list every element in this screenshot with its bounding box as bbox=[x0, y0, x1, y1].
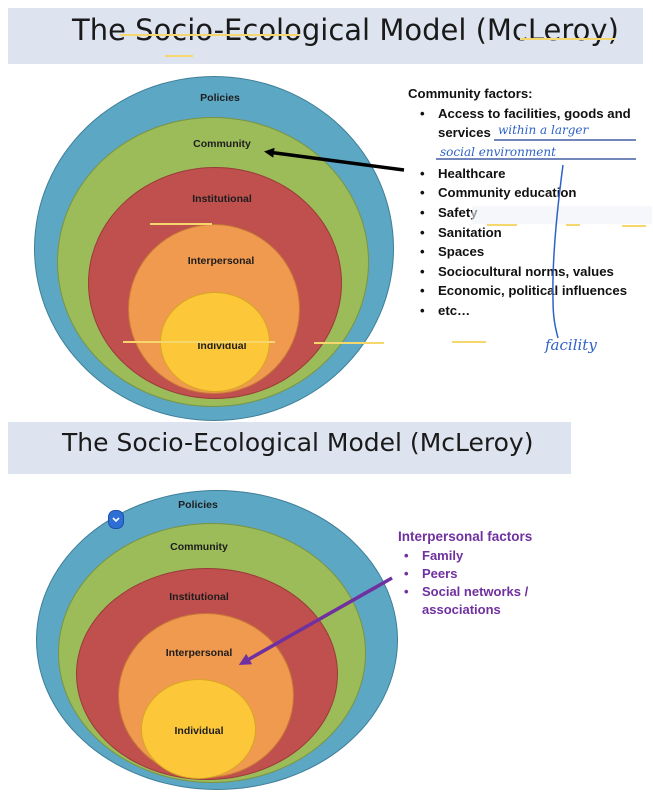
slide1-pointer-arrow bbox=[264, 147, 405, 172]
slide2-factor-text: Social networks / bbox=[422, 584, 529, 599]
slide1-highlight-title-2 bbox=[520, 38, 615, 40]
slide1-handwriting-note3: facility bbox=[545, 336, 597, 354]
list-item: etc… bbox=[414, 301, 631, 321]
slide1-factor-text: Sanitation bbox=[438, 224, 502, 240]
slide2-factor-text: Family bbox=[422, 548, 464, 563]
slide1-label-interpersonal: Interpersonal bbox=[187, 255, 255, 267]
slide1-factor-text: Spaces bbox=[438, 244, 485, 260]
slide1-highlight-institutional bbox=[150, 223, 212, 225]
slide1-label-individual: Individual bbox=[197, 340, 247, 352]
slide2-title-bar bbox=[8, 422, 571, 474]
slide1-title-bar bbox=[8, 8, 643, 64]
list-item: Family bbox=[398, 547, 532, 565]
slide2-label-individual: Individual bbox=[174, 725, 224, 737]
slide1-label-community: Community bbox=[193, 138, 251, 150]
list-item: Peers bbox=[398, 565, 532, 583]
slide2-factors-panel: Interpersonal factors Family Peers Socia… bbox=[398, 528, 532, 619]
slide1-factor-text: services bbox=[438, 125, 491, 141]
collapse-button[interactable] bbox=[108, 510, 124, 529]
list-item: Sociocultural norms, values bbox=[414, 262, 631, 282]
slide1-label-institutional: Institutional bbox=[192, 193, 252, 205]
slide1-title: The Socio-Ecological Model (McLeroy) bbox=[72, 13, 619, 47]
slide2-label-institutional: Institutional bbox=[169, 591, 229, 603]
list-item: Healthcare bbox=[414, 164, 631, 184]
slide1-highlight-right bbox=[622, 225, 646, 227]
list-item: Community education bbox=[414, 183, 631, 203]
slide1-factors-panel: Community factors: Access to facilities,… bbox=[408, 84, 631, 321]
list-item: Safety bbox=[414, 203, 631, 223]
slide1-light-panel bbox=[472, 206, 652, 224]
slide1-highlight-individual-1 bbox=[123, 341, 275, 343]
slide1-factor-text: Access to facilities, goods and bbox=[438, 105, 631, 121]
list-item: Sanitation bbox=[414, 223, 631, 243]
list-item: Social networks / associations bbox=[398, 583, 532, 619]
slide2-circle-individual bbox=[141, 679, 256, 779]
list-item: Access to facilities, goods and services bbox=[414, 104, 631, 164]
slide1-factor-text: Sociocultural norms, values bbox=[438, 263, 614, 279]
slide1-highlight-mid bbox=[566, 224, 580, 226]
slide1-highlight-individual-3 bbox=[452, 341, 486, 343]
slide2-label-policies: Policies bbox=[178, 499, 218, 511]
slide2-factors-heading: Interpersonal factors bbox=[398, 529, 533, 544]
slide1-factors-list: Access to facilities, goods and services… bbox=[414, 104, 631, 321]
slide1-highlight-title-3 bbox=[165, 55, 193, 57]
slide2-factor-text: associations bbox=[422, 602, 501, 617]
slide1-factor-text: Safety bbox=[438, 204, 478, 220]
slide1-handwriting-note2: social environment bbox=[440, 145, 556, 159]
chevron-down-icon bbox=[112, 517, 120, 523]
slide2-factor-text: Peers bbox=[422, 566, 458, 581]
slide1-highlight-safety bbox=[487, 224, 517, 226]
list-item: Economic, political influences bbox=[414, 281, 631, 301]
slide2-label-community: Community bbox=[170, 541, 228, 553]
slide1-factors-heading: Community factors: bbox=[408, 86, 533, 101]
slide1-factor-text: etc… bbox=[438, 302, 471, 318]
slide1-highlight-title-1 bbox=[120, 34, 300, 36]
slide1-factor-text: Community education bbox=[438, 185, 577, 201]
slide1-highlight-individual-2 bbox=[314, 342, 384, 344]
list-item: Spaces bbox=[414, 242, 631, 262]
slide2-title: The Socio-Ecological Model (McLeroy) bbox=[62, 428, 534, 457]
slide1-ink-vertical bbox=[552, 164, 564, 339]
slide1-factor-text: Healthcare bbox=[438, 165, 506, 181]
slide1-label-policies: Policies bbox=[200, 92, 240, 104]
slide1-handwriting-note1: within a larger bbox=[498, 123, 589, 137]
slide2-pointer-arrow bbox=[238, 576, 393, 665]
slide2-label-interpersonal: Interpersonal bbox=[165, 647, 233, 659]
slide1-factor-text: Economic, political influences bbox=[438, 283, 628, 299]
slide2-factors-list: Family Peers Social networks / associati… bbox=[398, 547, 532, 619]
